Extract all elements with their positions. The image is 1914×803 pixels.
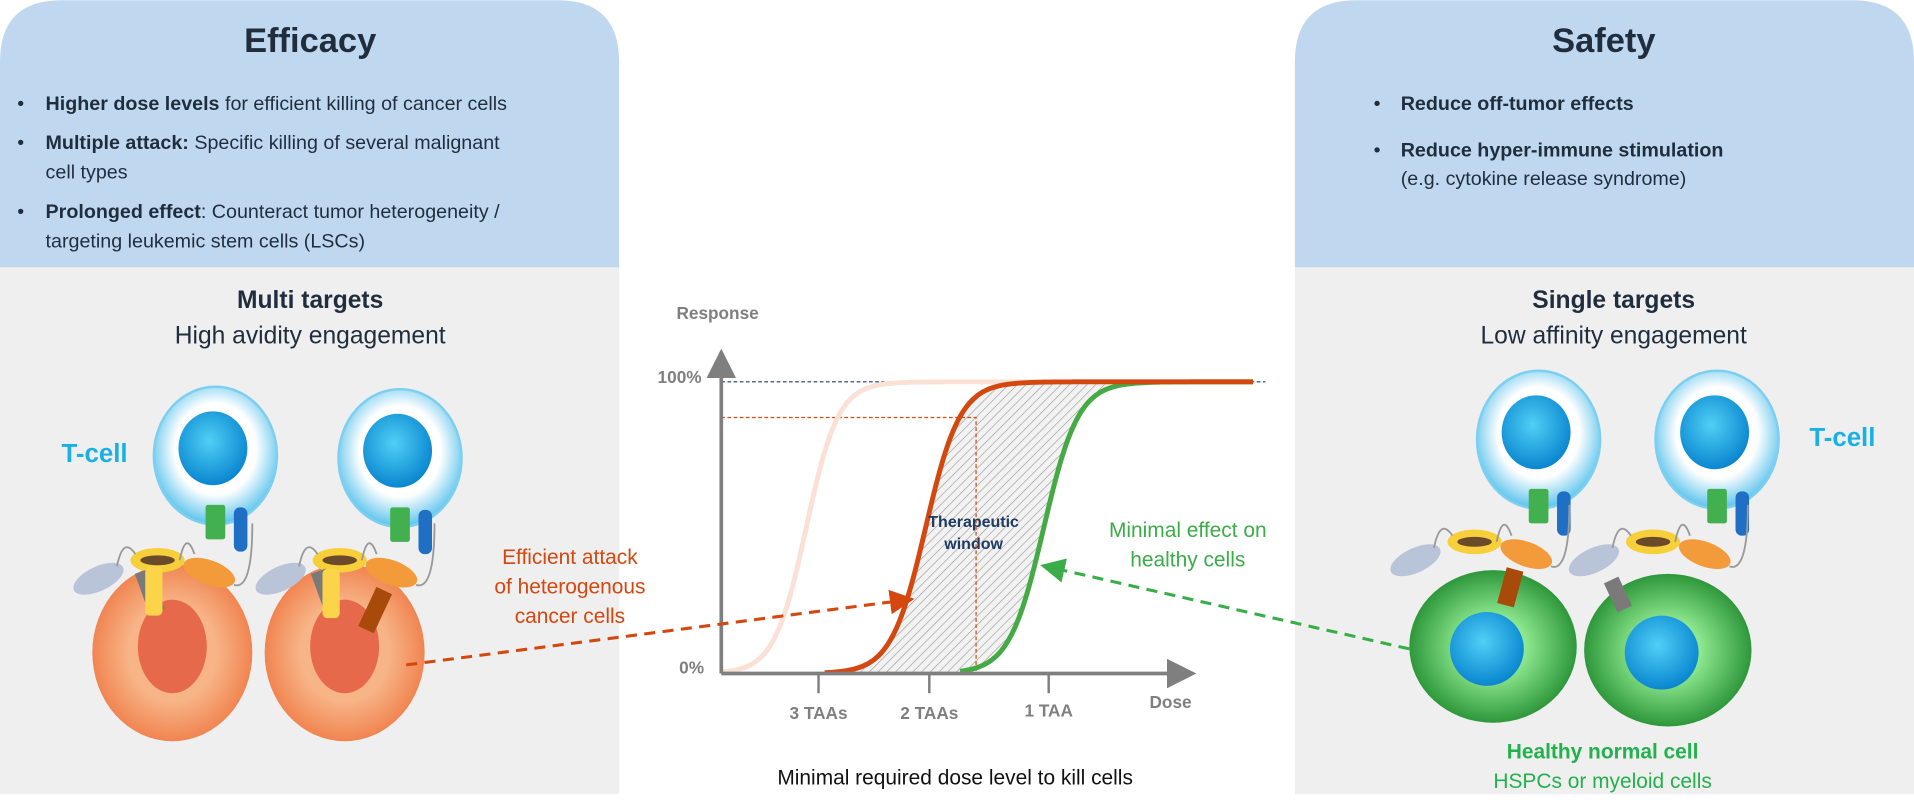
multi-targets-heading: Multi targets [237,287,383,314]
healthy-annotation: Minimal effect on [1109,519,1267,542]
safety-bullet-2: Reduce hyper-immune stimulation [1401,140,1724,162]
bullet-dot: • [17,201,24,223]
healthy-cell-label: Healthy normal cell [1507,740,1699,763]
linker-icon [116,523,254,587]
bullet-dot: • [17,132,24,154]
efficacy-bullet-3-line2: targeting leukemic stem cells (LSCs) [46,231,365,253]
antibody-domain-icon [1678,539,1731,569]
x-tick-label: 2 TAAs [900,703,958,723]
y-axis-label: Response [676,303,758,323]
therapeutic-window-label: window [943,536,1003,553]
x-tick-label: 3 TAAs [790,703,848,723]
single-targets-heading: Single targets [1532,287,1695,314]
cancer-annotation: cancer cells [515,605,625,628]
receptor-icon [205,504,226,540]
tcell-nucleus-icon [1680,395,1750,470]
bullet-dot: • [1374,140,1381,162]
healthy-nucleus-icon [1449,611,1524,686]
y-tick-label: 0% [679,658,704,678]
antigen-icon [322,568,340,619]
x-tick-label: 1 TAA [1024,701,1072,721]
antibody-domain-icon [1390,544,1441,577]
efficacy-bullet-1: Higher dose levels for efficient killing… [46,93,508,115]
linker-icon [1611,504,1749,568]
linker-icon [298,523,436,587]
x-axis-label: Dose [1150,692,1192,712]
antibody-domain-icon [183,557,236,588]
curve-2-taas [824,379,1254,676]
antigen-icon [145,566,163,616]
cd3-icon [233,507,248,552]
low-affinity-subheading: Low affinity engagement [1480,323,1746,350]
antibody-domain-icon [322,555,357,566]
cell-illustrations [73,369,1780,742]
bullet-dot: • [1374,93,1381,115]
safety-bullet-1: Reduce off-tumor effects [1401,93,1634,115]
tcell-nucleus-icon [1501,395,1571,470]
antibody-domain-icon [1635,536,1671,547]
receptor-icon [1707,488,1727,524]
safety-panel: Safety • Reduce off-tumor effects • Redu… [1294,0,1914,795]
efficacy-panel: Efficacy • Higher dose levels for effici… [0,0,620,795]
dose-response-chart: Response 100% 0% 3 TAAs 2 TAAs 1 TAA Dos… [405,303,1410,789]
cd3-icon [1557,491,1571,536]
antibody-domain-icon [365,557,418,588]
therapeutic-window-label: Therapeutic [928,514,1019,531]
tcell-nucleus-icon [363,413,433,488]
safety-bullet-2-line2: (e.g. cytokine release syndrome) [1401,168,1687,190]
healthy-cell-sublabel: HSPCs or myeloid cells [1493,770,1711,793]
efficacy-title: Efficacy [244,22,376,60]
antibody-domain-icon [255,562,306,595]
antibody-domain-icon [1457,536,1492,547]
tcell-nucleus-icon [178,411,248,486]
healthy-arrow [1040,558,1410,651]
cd3-icon [1735,491,1750,536]
bullet-dot: • [17,93,24,115]
cancer-nucleus-icon [137,599,207,694]
antibody-domain-icon [73,562,124,595]
tcell-label-left: T-cell [62,440,128,468]
chart-caption: Minimal required dose level to kill cell… [777,766,1133,789]
safety-title: Safety [1552,22,1655,60]
receptor-icon [390,507,410,542]
healthy-nucleus-icon [1624,615,1699,690]
antibody-domain-icon [140,555,175,566]
y-tick-label: 100% [658,367,702,387]
reference-dashed-line [721,416,977,674]
tcell-label-right: T-cell [1809,424,1875,452]
cancer-annotation: Efficient attack [502,546,638,569]
therapeutic-window-area [836,381,1231,674]
efficacy-bullet-3: Prolonged effect: Counteract tumor heter… [46,201,501,223]
cancer-annotation: of heterogenous [494,576,645,599]
high-avidity-subheading: High avidity engagement [175,323,446,350]
antigen-icon [1603,576,1632,613]
receptor-icon [1528,488,1549,524]
efficacy-bullet-2: Multiple attack: Specific killing of sev… [46,132,501,154]
cancer-arrow [405,589,915,667]
antigen-icon [358,586,393,634]
healthy-annotation: healthy cells [1130,548,1245,571]
cd3-icon [418,509,433,555]
antibody-domain-icon [1568,544,1620,577]
antigen-icon [1497,567,1524,608]
efficacy-bullet-2-line2: cell types [46,162,128,184]
antibody-domain-icon [1500,539,1553,569]
linker-icon [1433,504,1571,568]
